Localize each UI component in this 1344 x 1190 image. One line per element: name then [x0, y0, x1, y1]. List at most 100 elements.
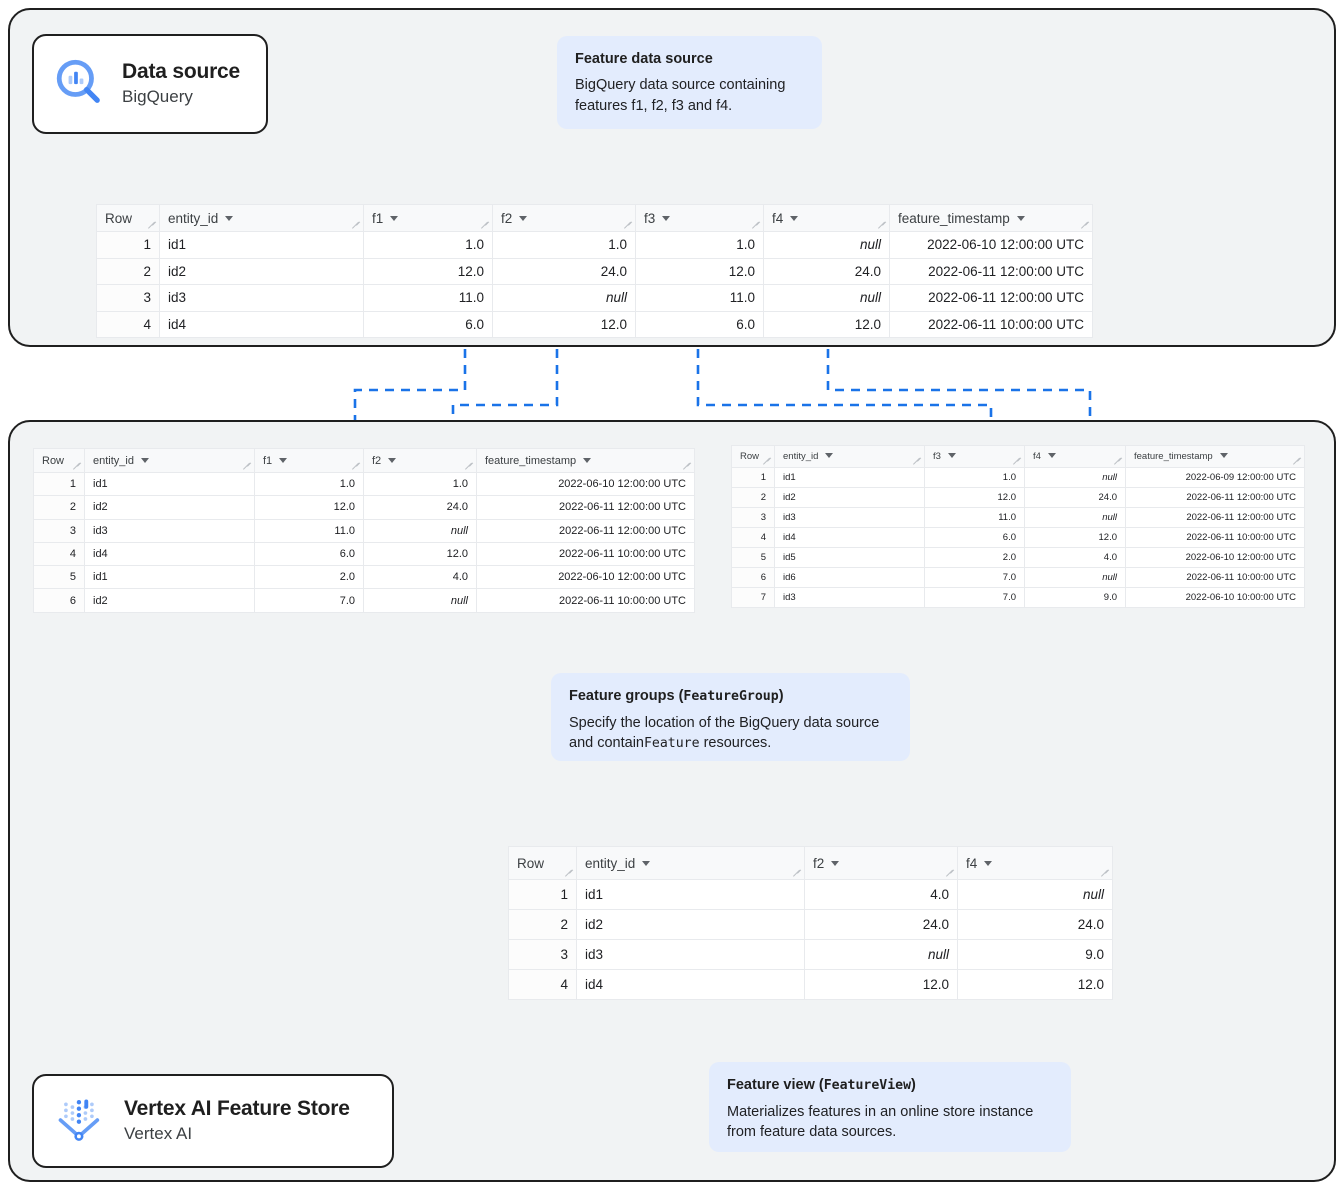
column-resize-grip-icon[interactable] [752, 221, 761, 230]
column-resize-grip-icon[interactable] [1101, 869, 1110, 878]
column-resize-grip-icon[interactable] [73, 462, 82, 471]
column-header-Row[interactable]: Row [33, 448, 85, 473]
cell-f1: 12.0 [254, 495, 364, 520]
cell-f3: 12.0 [924, 487, 1025, 508]
column-header-Row[interactable]: Row [96, 204, 160, 232]
chevron-down-icon[interactable] [825, 453, 834, 459]
chevron-down-icon[interactable] [662, 215, 671, 221]
connector-f1-to-group1 [351, 333, 467, 430]
column-resize-grip-icon[interactable] [243, 462, 252, 471]
chevron-down-icon[interactable] [831, 860, 840, 866]
column-resize-grip-icon[interactable] [1114, 457, 1123, 466]
chevron-down-icon[interactable] [642, 860, 651, 866]
column-header-Row[interactable]: Row [731, 445, 775, 468]
column-header-f2[interactable]: f2 [804, 846, 958, 880]
column-resize-grip-icon[interactable] [352, 221, 361, 230]
chevron-down-icon[interactable] [279, 457, 288, 463]
cell-feature_timestamp: 2022-06-09 12:00:00 UTC [1125, 467, 1305, 488]
cell-entity-id: id2 [159, 257, 364, 285]
column-header-f4[interactable]: f4 [763, 204, 890, 232]
column-resize-grip-icon[interactable] [465, 462, 474, 471]
chevron-down-icon[interactable] [1047, 453, 1056, 459]
column-header-f4[interactable]: f4 [1024, 445, 1126, 468]
cell-entity-id: id1 [159, 231, 364, 259]
column-header-f3[interactable]: f3 [635, 204, 764, 232]
column-resize-grip-icon[interactable] [793, 869, 802, 878]
chevron-down-icon[interactable] [519, 215, 528, 221]
callout-feature-groups-title-mono: FeatureGroup [683, 689, 779, 704]
chevron-down-icon[interactable] [984, 860, 993, 866]
cell-row-number: 4 [731, 527, 775, 548]
cell-f3: 1.0 [924, 467, 1025, 488]
column-header-f2[interactable]: f2 [492, 204, 636, 232]
column-header-f3[interactable]: f3 [924, 445, 1025, 468]
column-resize-grip-icon[interactable] [763, 457, 772, 466]
chevron-down-icon[interactable] [390, 215, 399, 221]
cell-f2: 24.0 [363, 495, 477, 520]
cell-f3: 6.0 [635, 310, 764, 338]
cell-f1: 6.0 [363, 310, 493, 338]
cell-f4: 12.0 [1024, 527, 1126, 548]
chevron-down-icon[interactable] [388, 457, 397, 463]
chevron-down-icon[interactable] [140, 457, 149, 463]
callout-feature-data-source-body: BigQuery data source containing features… [575, 77, 786, 114]
column-header-f1[interactable]: f1 [363, 204, 493, 232]
column-header-entity_id[interactable]: entity_id [159, 204, 364, 232]
cell-f4: 24.0 [763, 257, 890, 285]
column-header-entity_id[interactable]: entity_id [84, 448, 255, 473]
cell-row-number: 1 [33, 471, 85, 497]
cell-feature_timestamp: 2022-06-11 12:00:00 UTC [476, 495, 695, 520]
chevron-down-icon[interactable] [947, 453, 956, 459]
column-header-f1[interactable]: f1 [254, 448, 364, 473]
column-resize-grip-icon[interactable] [1013, 457, 1022, 466]
column-resize-grip-icon[interactable] [481, 221, 490, 230]
column-resize-grip-icon[interactable] [946, 869, 955, 878]
chevron-down-icon[interactable] [583, 457, 592, 463]
chevron-down-icon[interactable] [1016, 215, 1025, 221]
cell-f3: 6.0 [924, 527, 1025, 548]
bigquery-magnifier-icon [54, 57, 104, 112]
column-resize-grip-icon[interactable] [683, 462, 692, 471]
cell-f2: null [804, 939, 958, 970]
cell-f4: null [763, 284, 890, 312]
cell-row-number: 1 [508, 879, 577, 910]
cell-entity-id: id4 [576, 969, 805, 1000]
column-header-feature_timestamp[interactable]: feature_timestamp [476, 448, 695, 473]
column-header-f2[interactable]: f2 [363, 448, 477, 473]
cell-row-number: 2 [731, 487, 775, 508]
cell-f4: 9.0 [957, 939, 1113, 970]
chevron-down-icon[interactable] [790, 215, 799, 221]
chevron-down-icon[interactable] [1219, 453, 1228, 459]
column-header-f4[interactable]: f4 [957, 846, 1113, 880]
column-header-label: f1 [263, 454, 273, 467]
column-header-feature_timestamp[interactable]: feature_timestamp [1125, 445, 1305, 468]
badge-feature-store-title: Vertex AI Feature Store [124, 1096, 350, 1120]
column-resize-grip-icon[interactable] [1293, 457, 1302, 466]
column-header-entity_id[interactable]: entity_id [774, 445, 925, 468]
column-header-entity_id[interactable]: entity_id [576, 846, 805, 880]
column-resize-grip-icon[interactable] [913, 457, 922, 466]
column-resize-grip-icon[interactable] [1081, 221, 1090, 230]
column-resize-grip-icon[interactable] [148, 221, 157, 230]
column-header-Row[interactable]: Row [508, 846, 577, 880]
chevron-down-icon[interactable] [225, 215, 234, 221]
callout-feature-groups-body-a: Specify the location of the BigQuery dat… [569, 714, 880, 752]
cell-f4: null [1024, 567, 1126, 588]
column-resize-grip-icon[interactable] [352, 462, 361, 471]
cell-row-number: 4 [33, 541, 85, 567]
cell-f3: 7.0 [924, 567, 1025, 588]
column-resize-grip-icon[interactable] [565, 869, 574, 878]
column-header-feature_timestamp[interactable]: feature_timestamp [889, 204, 1093, 232]
column-resize-grip-icon[interactable] [878, 221, 887, 230]
column-resize-grip-icon[interactable] [624, 221, 633, 230]
callout-feature-groups-body-mono: Feature [643, 736, 700, 752]
